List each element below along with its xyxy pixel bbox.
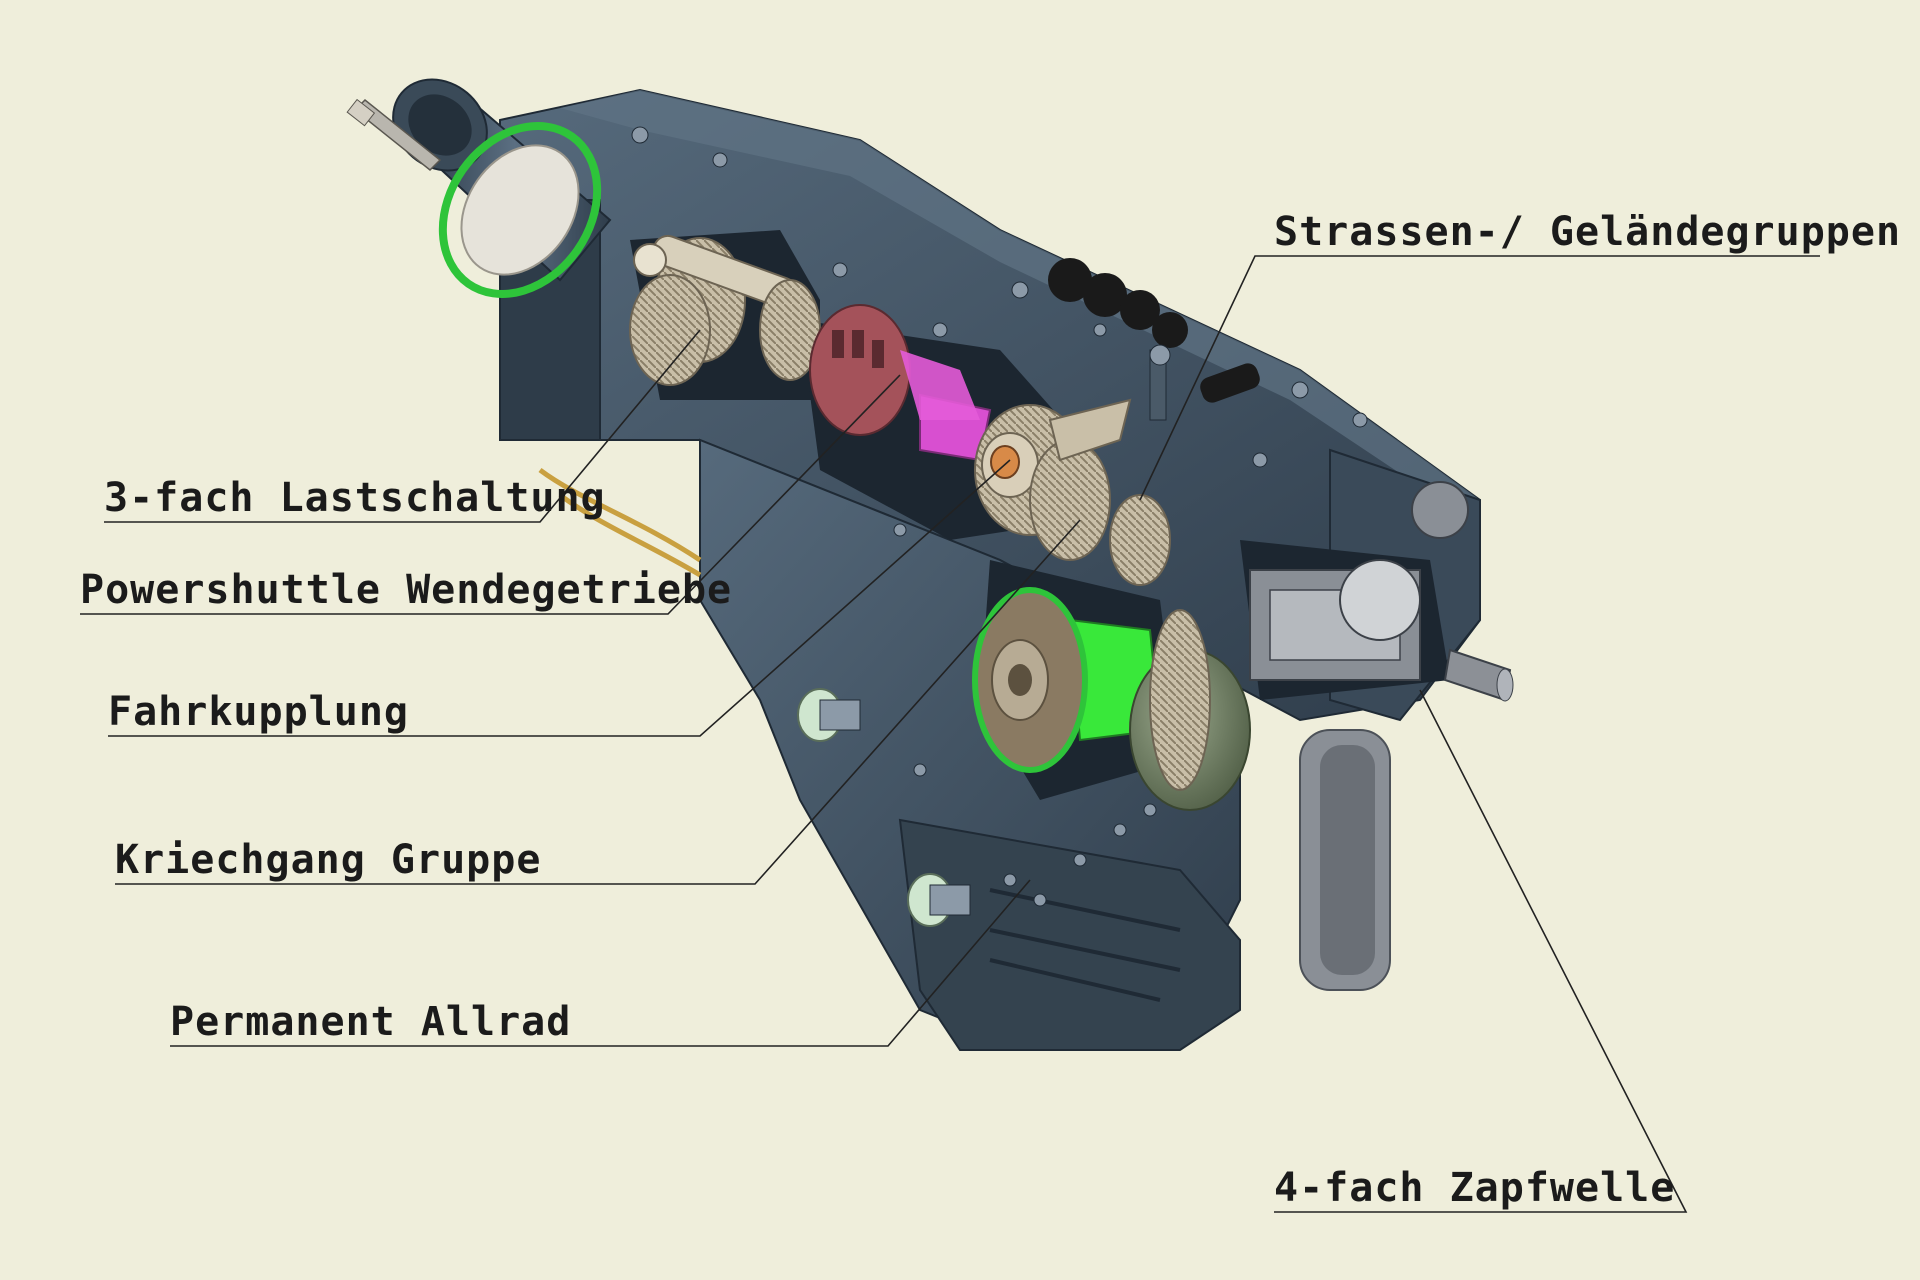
- label-permanent-allrad: Permanent Allrad: [170, 999, 572, 1045]
- leader-lastschaltung: [104, 329, 701, 523]
- leader-allrad: [170, 879, 1031, 1047]
- label-powershuttle: Powershuttle Wendegetriebe: [80, 567, 733, 613]
- pto-assembly: [1249, 481, 1514, 702]
- rear-drive-hub: [972, 587, 1251, 811]
- label-fahrkupplung: Fahrkupplung: [108, 689, 409, 735]
- clutch-drum: [809, 304, 992, 462]
- powershift-gears: [629, 234, 821, 386]
- label-zapfwelle: 4-fach Zapfwelle: [1274, 1165, 1676, 1211]
- leader-lines: [80, 255, 1820, 1213]
- shift-actuators: [1048, 258, 1260, 421]
- leader-strassen: [1139, 255, 1820, 501]
- label-kriechgang: Kriechgang Gruppe: [115, 837, 542, 883]
- hydraulic-fittings: [538, 467, 971, 927]
- input-shaft: [346, 78, 612, 298]
- leader-kriechgang: [115, 519, 1081, 885]
- leader-fahrkupplung: [108, 459, 1011, 737]
- center-gears: [974, 398, 1171, 586]
- label-strassen-gelaendegruppen: Strassen-/ Geländegruppen: [1274, 209, 1902, 255]
- leader-zapfwelle: [1274, 689, 1688, 1213]
- leader-powershuttle: [80, 374, 901, 615]
- label-lastschaltung: 3-fach Lastschaltung: [104, 475, 606, 521]
